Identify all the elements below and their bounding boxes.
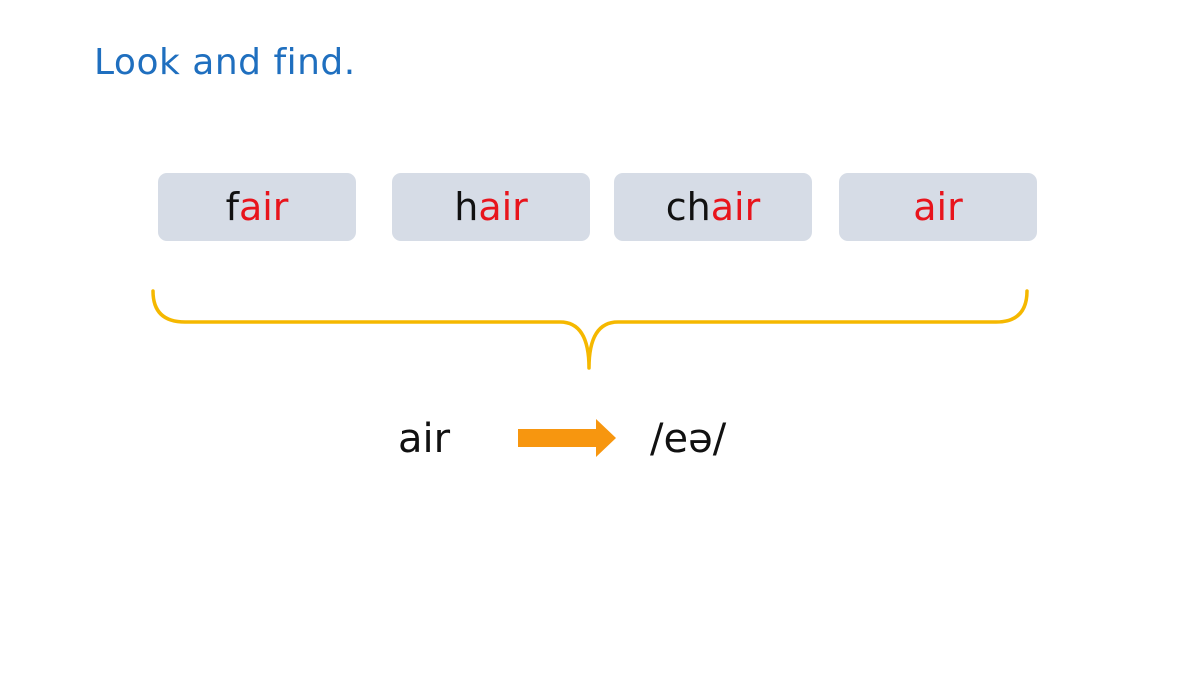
- word-highlight: air: [710, 185, 761, 229]
- word-prefix: ch: [665, 185, 711, 229]
- word-highlight: air: [913, 185, 963, 229]
- word-card-air: air: [839, 173, 1037, 241]
- rule-spelling: air: [398, 416, 451, 462]
- word-highlight: air: [478, 185, 528, 229]
- word-prefix: f: [225, 185, 239, 229]
- slide-title: Look and find.: [94, 42, 356, 83]
- rule-sound: /eə/: [650, 416, 727, 462]
- word-highlight: air: [238, 185, 289, 229]
- word-prefix: h: [454, 185, 479, 229]
- right-arrow-icon: [518, 419, 616, 457]
